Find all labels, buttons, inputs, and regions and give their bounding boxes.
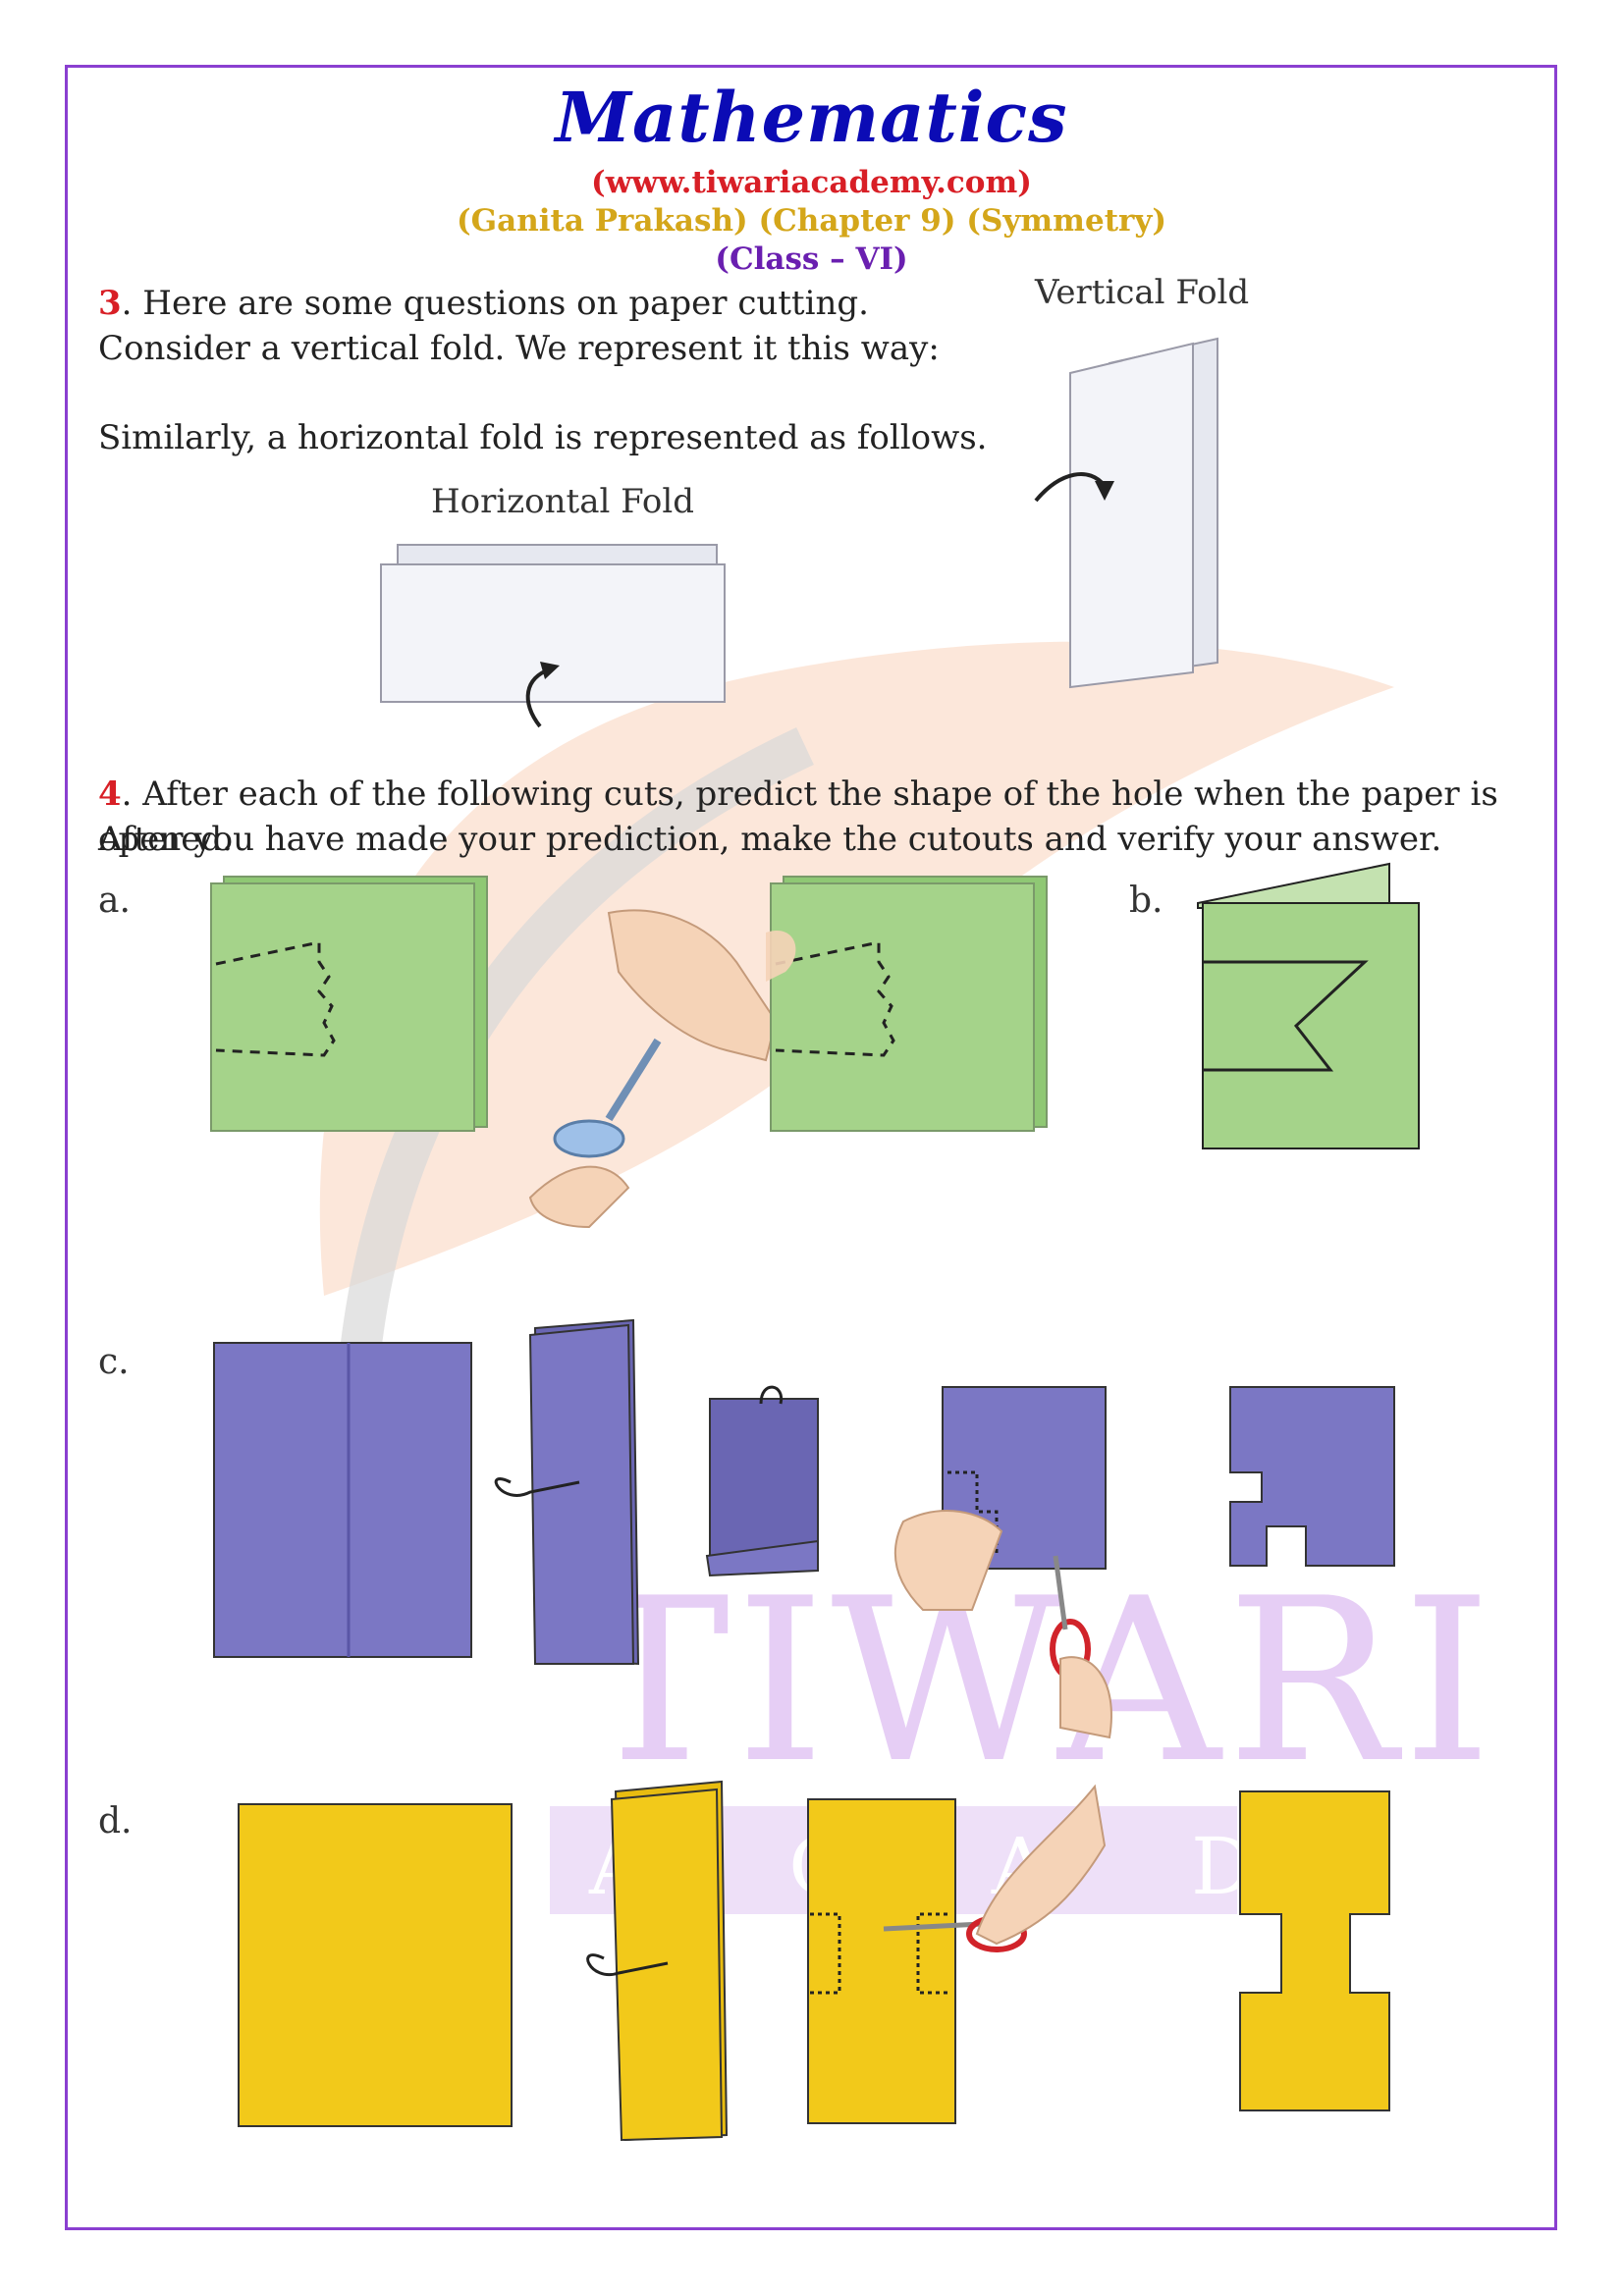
website-link[interactable]: (www.tiwariacademy.com): [591, 165, 1032, 200]
part-a-hand-cutting: [528, 909, 778, 1229]
part-c-vertical-fold: [494, 1318, 640, 1666]
part-a-label: a.: [98, 881, 131, 921]
horizontal-fold-label: Horizontal Fold: [431, 482, 694, 521]
page-border: [65, 65, 1557, 2230]
part-c-square-paper: [213, 1342, 472, 1658]
part-a-paper-with-cut: [766, 876, 1048, 1132]
question-4-line-2: After you have made your prediction, mak…: [98, 820, 1442, 859]
part-d-opened-shape: [1239, 1790, 1390, 2111]
horizontal-fold-figure: [380, 544, 726, 728]
vertical-fold-figure: [1034, 337, 1218, 689]
vertical-fold-label: Vertical Fold: [1035, 273, 1250, 312]
part-a-folded-paper: [210, 876, 488, 1132]
part-d-label: d.: [98, 1801, 133, 1842]
question-4-number: 4: [98, 774, 122, 814]
page-title: Mathematics: [555, 77, 1068, 158]
book-chapter-line: (Ganita Prakash) (Chapter 9) (Symmetry): [456, 203, 1167, 239]
question-3-line-2: Consider a vertical fold. We represent i…: [98, 329, 940, 368]
question-3-line-3: Similarly, a horizontal fold is represen…: [98, 418, 988, 457]
part-d-vertical-fold: [586, 1780, 729, 2142]
part-d-square-paper: [238, 1803, 513, 2127]
part-d-cut-paper: [807, 1784, 1107, 2124]
question-4-line-1: 4. After each of the following cuts, pre…: [98, 774, 1498, 859]
question-3-number: 3: [98, 284, 122, 323]
part-c-double-fold: [705, 1385, 819, 1577]
part-c-opened-shape: [1229, 1386, 1395, 1567]
part-b-label: b.: [1129, 881, 1163, 921]
class-label: (Class – VI): [715, 241, 908, 277]
question-3-line-1: 3. Here are some questions on paper cutt…: [98, 284, 869, 323]
part-b-folded-paper: [1197, 862, 1420, 1149]
part-c-label: c.: [98, 1342, 130, 1382]
part-c-cut-paper: [893, 1386, 1112, 1739]
